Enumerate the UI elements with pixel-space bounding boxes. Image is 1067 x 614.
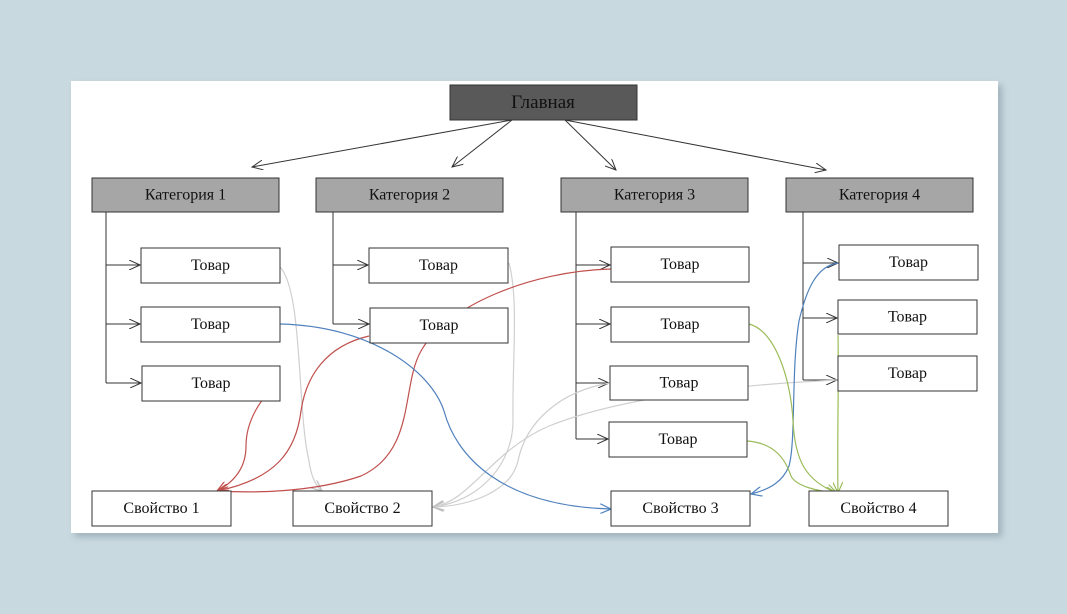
arrow-root-cat3 <box>564 119 616 170</box>
property-label: Свойство 3 <box>642 500 718 517</box>
category-label: Категория 4 <box>839 187 920 204</box>
category-node: Категория 3 <box>560 177 749 213</box>
link-to-property-2 <box>433 382 611 507</box>
product-label: Товар <box>191 316 230 333</box>
link-to-property-3 <box>751 262 839 494</box>
property-links <box>217 262 839 509</box>
link-to-property-4 <box>838 334 839 493</box>
product-label: Товар <box>191 257 230 274</box>
property-label: Свойство 1 <box>123 500 199 517</box>
product-label: Товар <box>888 365 927 382</box>
product-node: Товар <box>610 306 750 343</box>
link-to-property-2 <box>279 266 322 491</box>
product-label: Товар <box>659 375 698 392</box>
product-label: Товар <box>889 254 928 271</box>
product-label: Товар <box>419 257 458 274</box>
arrow-root-cat4 <box>564 119 826 170</box>
arrow-root-cat2 <box>452 119 513 167</box>
link-to-property-1 <box>217 335 370 491</box>
root-arrows <box>252 119 826 170</box>
property-node: Свойство 4 <box>808 490 949 527</box>
product-label: Товар <box>191 375 230 392</box>
property-node: Свойство 2 <box>292 490 433 527</box>
link-to-property-1 <box>217 268 612 492</box>
root-label: Главная <box>511 92 575 113</box>
category-node: Категория 4 <box>785 177 974 213</box>
property-node: Свойство 3 <box>610 490 751 527</box>
product-node: Товар <box>141 365 281 402</box>
diagram-card: Главная Категория 1 Категория 2 Категори… <box>71 81 998 533</box>
product-node: Товар <box>608 421 748 458</box>
product-node: Товар <box>140 306 281 343</box>
product-node: Товар <box>837 355 978 392</box>
category-node: Категория 2 <box>315 177 504 213</box>
product-node: Товар <box>610 246 750 283</box>
property-label: Свойство 4 <box>840 500 916 517</box>
product-node: Товар <box>838 244 979 281</box>
property-node: Свойство 1 <box>91 490 232 527</box>
category-label: Категория 1 <box>145 187 226 204</box>
arrow-root-cat1 <box>252 119 513 167</box>
product-label: Товар <box>419 317 458 334</box>
link-to-property-4 <box>748 323 837 493</box>
property-label: Свойство 2 <box>324 500 400 517</box>
category-node: Категория 1 <box>91 177 280 213</box>
product-label: Товар <box>888 309 927 326</box>
link-to-property-4 <box>746 440 837 493</box>
link-to-property-3 <box>279 323 611 509</box>
link-to-property-2 <box>433 262 516 507</box>
product-node: Товар <box>368 247 509 284</box>
root-node: Главная <box>449 84 638 121</box>
category-label: Категория 3 <box>614 187 695 204</box>
product-label: Товар <box>658 431 697 448</box>
product-label: Товар <box>660 256 699 273</box>
tree-lines <box>105 212 838 439</box>
product-node: Товар <box>609 365 749 401</box>
product-node: Товар <box>140 247 281 284</box>
product-node: Товар <box>837 299 978 335</box>
category-label: Категория 2 <box>369 187 450 204</box>
site-structure-diagram: Главная Категория 1 Категория 2 Категори… <box>91 84 979 527</box>
product-label: Товар <box>660 316 699 333</box>
product-node: Товар <box>369 307 509 344</box>
